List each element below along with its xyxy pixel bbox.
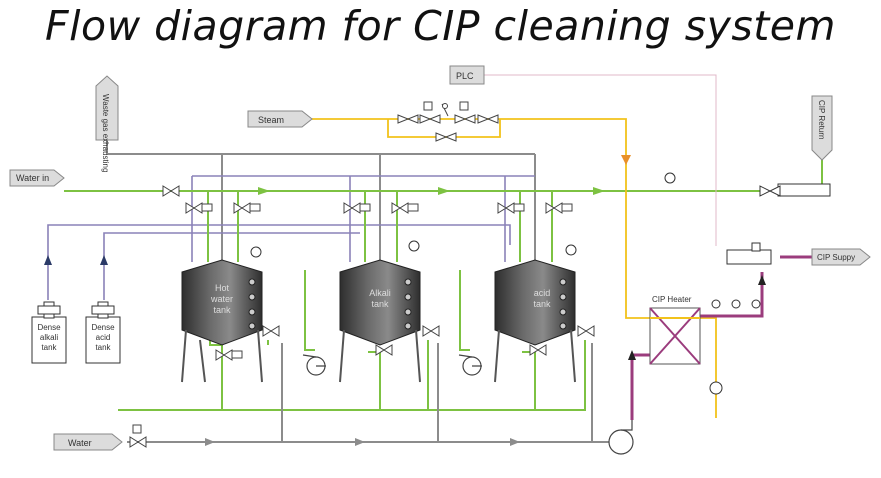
hot-water-tank-label-3: tank (213, 305, 231, 315)
water-in-tag: Water in (9, 169, 65, 187)
dense-acid-label-3: tank (95, 343, 111, 352)
dosing-arrows (44, 255, 108, 265)
dense-alkali-tank: Dense alkali tank (31, 301, 67, 364)
water-tag: Water (53, 433, 123, 451)
cip-return-tag: CIP Return (811, 95, 833, 161)
hot-water-tank: Hot water tank (181, 246, 263, 383)
steam-valves (397, 101, 499, 142)
cip-supply-tag: CIP Suppy (811, 248, 871, 266)
dense-alkali-label-1: Dense (37, 323, 61, 332)
acid-tank: acid tank (494, 244, 577, 383)
dense-acid-tank: Dense acid tank (85, 301, 121, 364)
cip-heater: CIP Heater (649, 295, 761, 395)
waste-gas-pipes (106, 138, 536, 262)
return-flow-arrows (258, 187, 605, 195)
cip-heater-label: CIP Heater (652, 295, 692, 304)
pump-arrow (628, 350, 636, 360)
plc-box: PLC (449, 65, 485, 85)
waste-gas-tag: Waste gas exhausting (95, 75, 119, 172)
plc-label: PLC (456, 71, 474, 81)
plc-signal-line (484, 74, 717, 246)
alkali-tank: Alkali tank (339, 240, 421, 383)
return-filter (664, 172, 831, 197)
line-valves (129, 185, 595, 448)
supply-filter (726, 242, 772, 265)
diagram-title: Flow diagram for CIP cleaning system (45, 2, 836, 50)
steam-label: Steam (258, 115, 284, 125)
steam-flow-arrow (621, 155, 631, 165)
dense-acid-label-2: acid (96, 333, 111, 342)
dense-acid-label-1: Dense (91, 323, 115, 332)
water-in-label: Water in (16, 173, 49, 183)
water-supply-pipes (127, 343, 610, 443)
alkali-tank-label-2: tank (371, 299, 389, 309)
dense-alkali-label-3: tank (41, 343, 57, 352)
steam-tag: Steam (247, 110, 313, 128)
waste-gas-label: Waste gas exhausting (101, 94, 110, 172)
pumps (302, 354, 634, 455)
chemical-dosing-pipes (47, 175, 535, 300)
dense-alkali-label-2: alkali (40, 333, 58, 342)
acid-tank-label-2: tank (533, 299, 551, 309)
hot-water-tank-label-2: water (210, 294, 233, 304)
cip-supply-label: CIP Suppy (817, 253, 855, 262)
water-label: Water (68, 438, 92, 448)
alkali-tank-label-1: Alkali (369, 288, 391, 298)
supply-arrow (758, 275, 766, 285)
cip-return-label: CIP Return (817, 100, 826, 139)
return-pipes (64, 160, 823, 411)
hot-water-tank-label-1: Hot (215, 283, 230, 293)
acid-tank-label-1: acid (534, 288, 551, 298)
water-flow-arrows (205, 438, 520, 446)
